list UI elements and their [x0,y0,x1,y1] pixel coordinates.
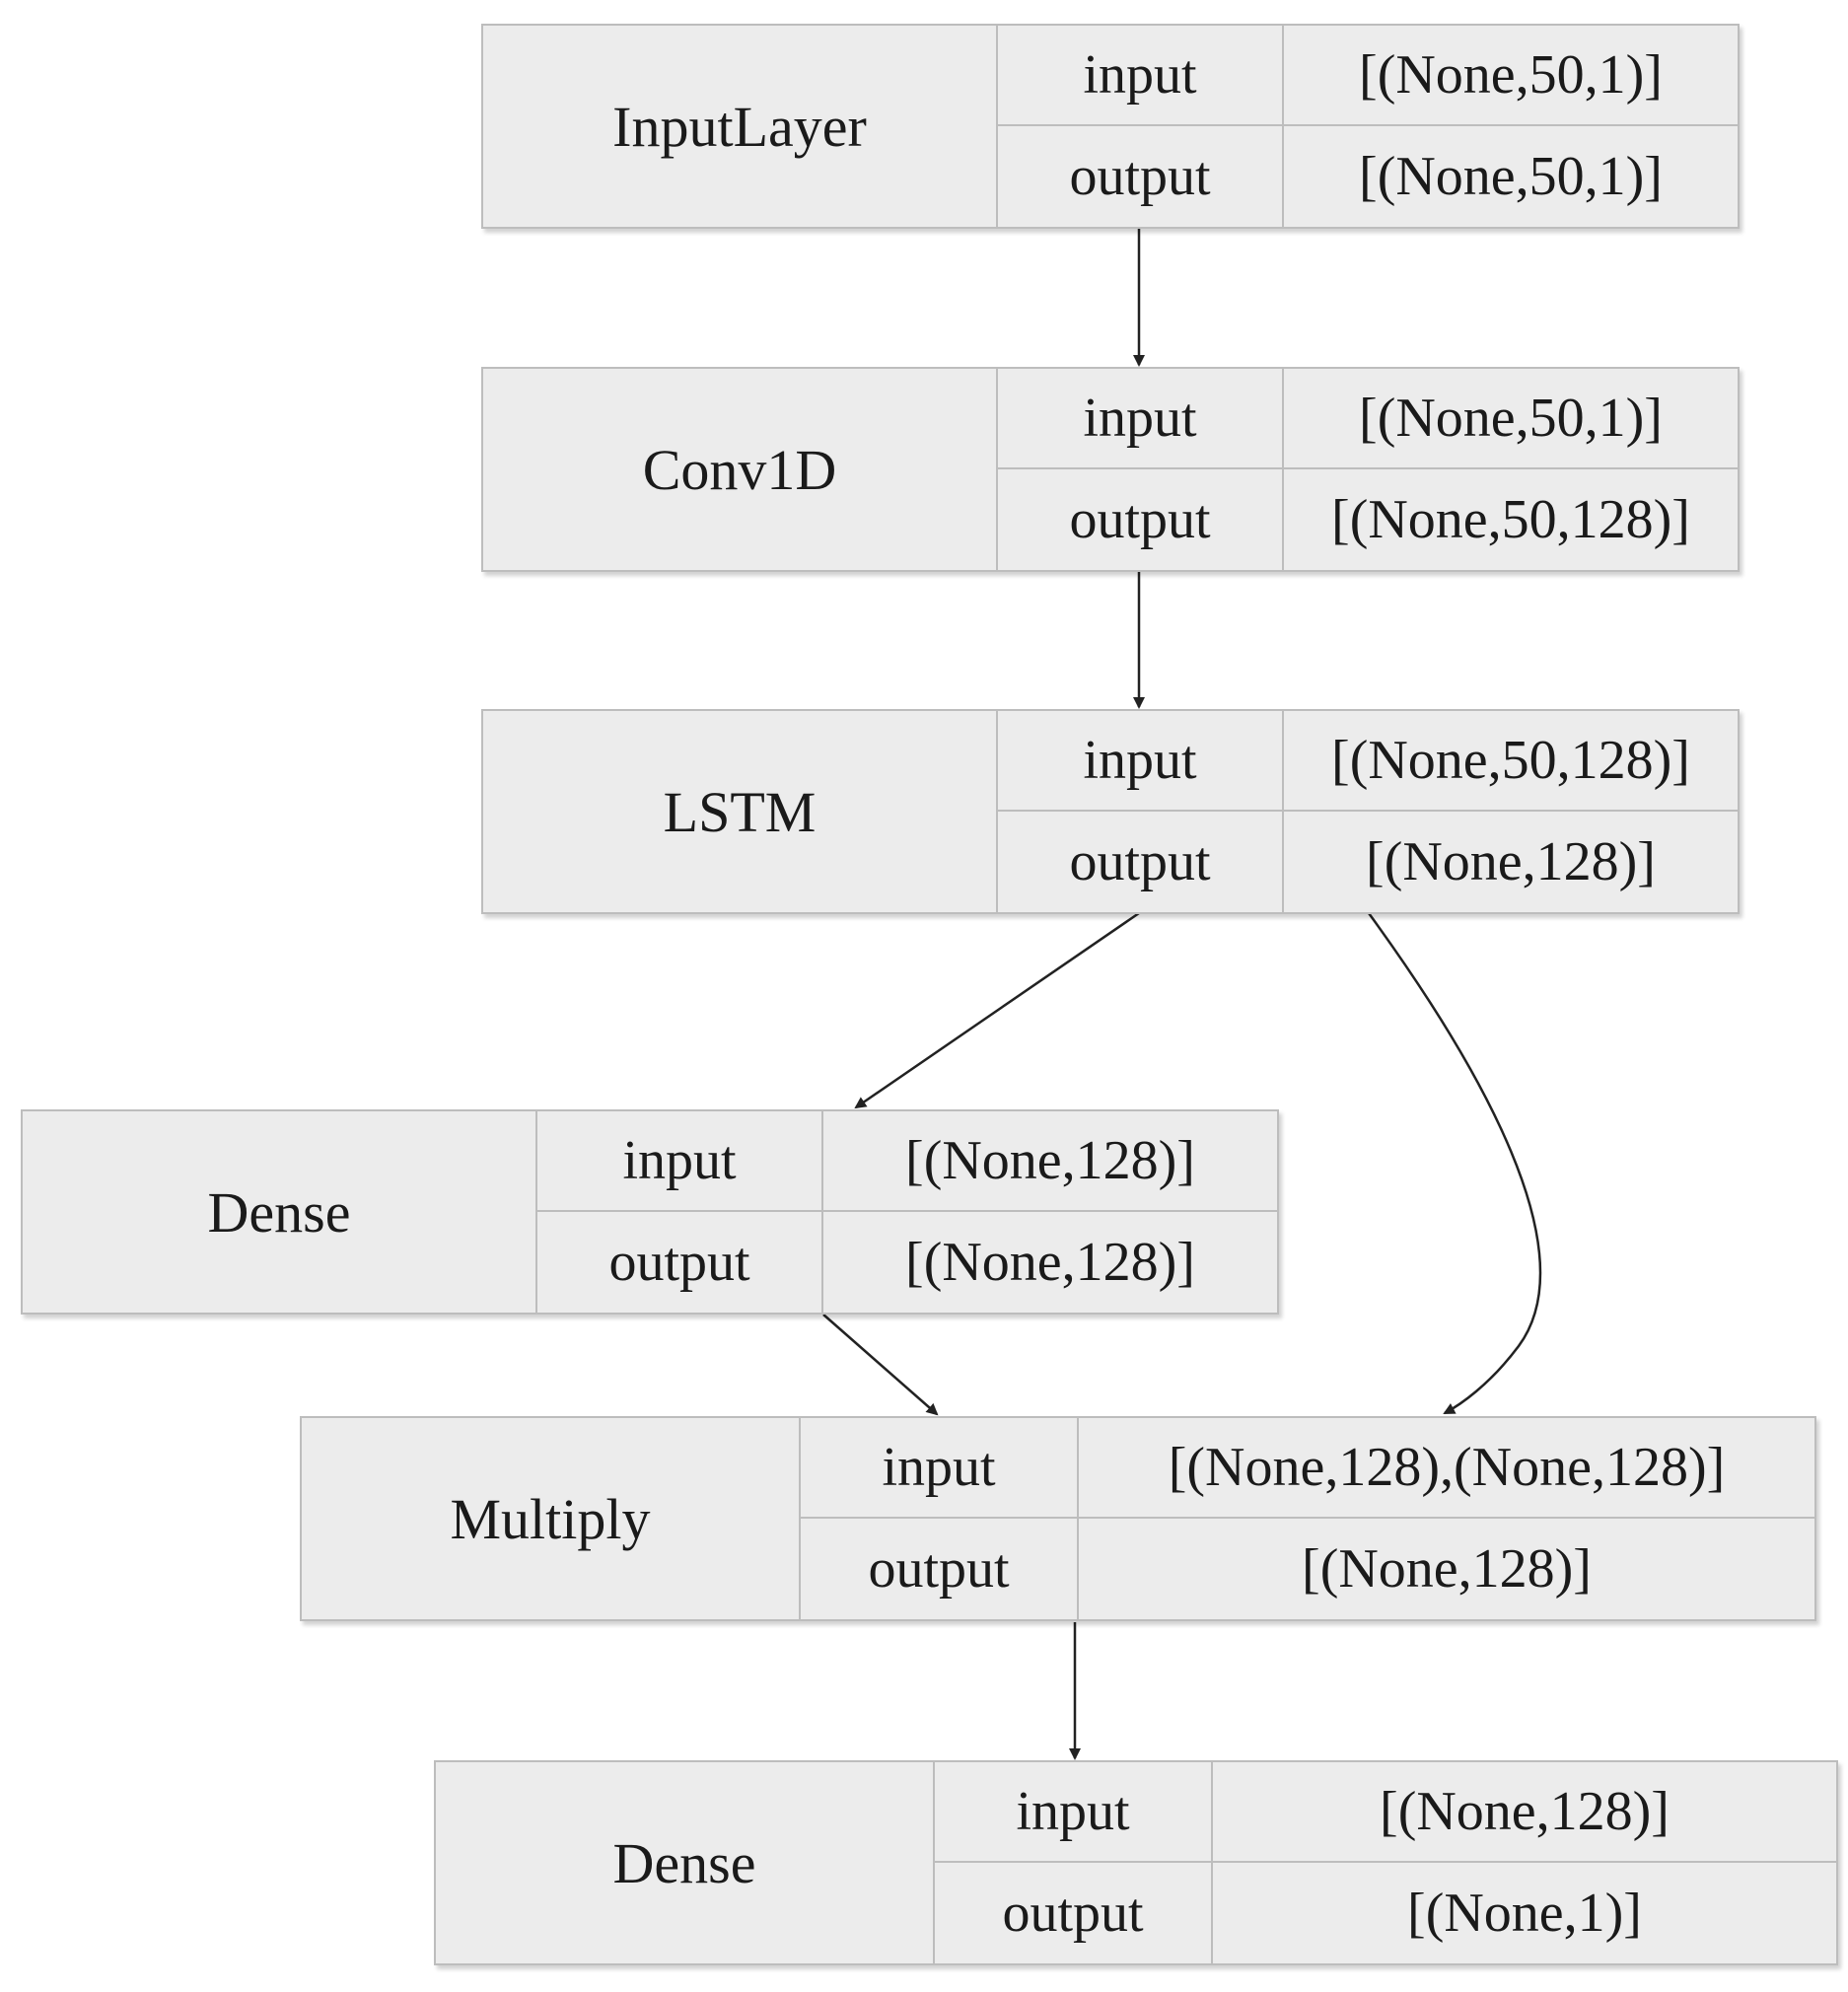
input-port-label: input [801,1418,1079,1519]
layer-name: Multiply [302,1418,801,1619]
input-shape: [(None,50,1)] [1284,369,1738,469]
input-shape: [(None,128)] [1213,1762,1836,1863]
input-port-label: input [998,26,1284,126]
layer-name: InputLayer [483,26,998,227]
edge-dense-1-to-multiply [822,1314,939,1416]
layer-inputlayer: InputLayer input [(None,50,1)] output [(… [481,24,1740,229]
input-port-label: input [935,1762,1213,1863]
layer-lstm: LSTM input [(None,50,128)] output [(None… [481,709,1740,914]
input-shape: [(None,50,1)] [1284,26,1738,126]
output-shape: [(None,128)] [1302,1538,1592,1600]
input-port-label: input [537,1111,823,1212]
layer-name: Dense [23,1111,537,1313]
output-shape: [(None,128)] [1366,831,1656,892]
layer-multiply: Multiply input [(None,128),(None,128)] o… [300,1416,1816,1621]
input-port-label: input [998,369,1284,469]
layer-name: Conv1D [483,369,998,570]
output-port-label: output [935,1863,1213,1963]
input-port-label: input [998,711,1284,812]
layer-dense-2: Dense input [(None,128)] output [(None,1… [434,1760,1838,1965]
output-shape: [(None,1)] [1407,1883,1642,1944]
output-port-label: output [998,812,1284,912]
layer-name: Dense [436,1762,935,1963]
layer-dense-1: Dense input [(None,128)] output [(None,1… [21,1109,1279,1315]
input-shape: [(None,128)] [823,1111,1277,1212]
output-port-label: output [998,469,1284,570]
input-shape: [(None,128),(None,128)] [1079,1418,1814,1519]
output-shape: [(None,50,128)] [1331,489,1690,550]
output-port-label: output [998,126,1284,227]
edge-lstm-to-multiply [1367,912,1542,1415]
output-port-label: output [537,1212,823,1313]
layer-name: LSTM [483,711,998,912]
output-port-label: output [801,1519,1079,1619]
output-shape: [(None,50,1)] [1359,146,1663,207]
edge-lstm-to-dense-1 [854,911,1140,1109]
layer-conv1d: Conv1D input [(None,50,1)] output [(None… [481,367,1740,572]
input-shape: [(None,50,128)] [1284,711,1738,812]
output-shape: [(None,128)] [905,1232,1195,1293]
